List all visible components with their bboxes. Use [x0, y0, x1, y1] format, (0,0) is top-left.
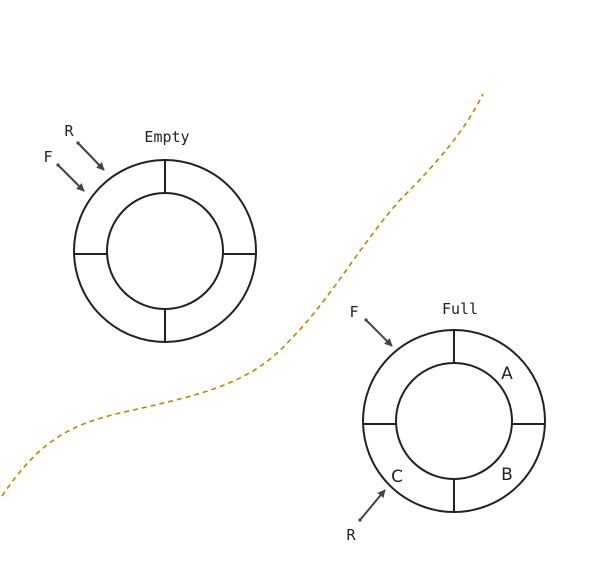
full-slot-label-b: B — [501, 465, 513, 485]
full-rear-arrow — [359, 489, 386, 521]
full-title: Full — [442, 300, 478, 318]
empty-front-arrow — [57, 164, 85, 192]
empty-front-label: F — [43, 148, 52, 166]
full-rear-label: R — [346, 526, 356, 544]
full-front-arrow — [365, 319, 393, 347]
divider-curve — [1, 93, 484, 497]
full-queue: Full A B C F R — [346, 300, 546, 544]
full-slot-label-a: A — [501, 364, 513, 384]
empty-rear-arrow — [77, 142, 105, 171]
empty-rear-label: R — [64, 122, 74, 140]
full-inner-ring — [395, 362, 513, 480]
full-slot-label-c: C — [391, 467, 403, 487]
empty-queue: Empty R F — [43, 122, 257, 343]
empty-inner-ring — [106, 192, 224, 310]
full-front-label: F — [349, 303, 358, 321]
empty-title: Empty — [144, 128, 189, 146]
